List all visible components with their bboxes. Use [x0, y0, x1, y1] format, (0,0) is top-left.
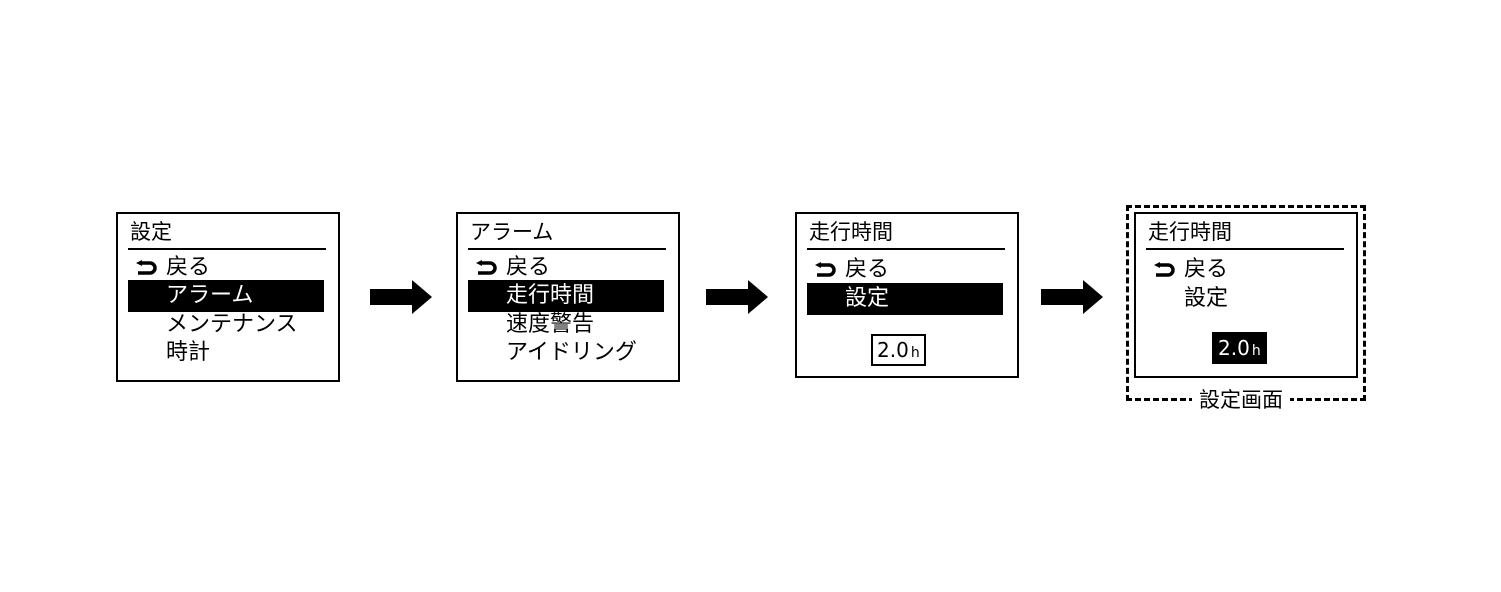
title-divider — [807, 248, 1005, 250]
value-unit: h — [1251, 343, 1261, 359]
settings-screen: 設定 戻る アラーム メンテナンス 時計 — [116, 212, 340, 382]
back-label: 戻る — [506, 255, 551, 280]
back-arrow-icon — [1154, 262, 1175, 277]
menu-item-speed-warning[interactable]: 速度警告 — [466, 309, 666, 341]
menu-item-running-time[interactable]: 走行時間 — [468, 280, 664, 312]
back-menu-item[interactable]: 戻る — [1144, 254, 1344, 286]
title-divider — [128, 248, 326, 250]
right-arrow-icon — [706, 280, 768, 314]
value-number: 2.0 — [1218, 336, 1250, 360]
back-arrow-icon — [136, 260, 157, 275]
right-arrow-icon — [370, 280, 432, 314]
menu-item-label: 走行時間 — [506, 283, 595, 308]
menu-item-label: 設定 — [1184, 286, 1229, 311]
back-label: 戻る — [166, 255, 211, 280]
menu-item-label: 速度警告 — [506, 312, 595, 337]
menu-item-idling[interactable]: アイドリング — [466, 337, 666, 369]
menu-item-label: アラーム — [166, 283, 254, 308]
back-menu-item[interactable]: 戻る — [126, 252, 326, 284]
back-menu-item[interactable]: 戻る — [466, 252, 666, 284]
back-label: 戻る — [1184, 257, 1229, 282]
back-arrow-icon — [815, 262, 836, 277]
right-arrow-icon — [1041, 280, 1103, 314]
screen-title: アラーム — [470, 220, 554, 244]
back-arrow-icon — [476, 260, 497, 275]
menu-item-alarm[interactable]: アラーム — [128, 280, 324, 312]
menu-item-setting[interactable]: 設定 — [807, 283, 1003, 315]
back-label: 戻る — [845, 257, 890, 282]
screen-title: 走行時間 — [809, 220, 893, 244]
menu-item-maintenance[interactable]: メンテナンス — [126, 309, 326, 341]
menu-item-setting[interactable]: 設定 — [1144, 283, 1344, 315]
menu-item-label: 時計 — [166, 340, 211, 365]
menu-item-label: 設定 — [845, 286, 890, 311]
alarm-screen: アラーム 戻る 走行時間 速度警告 アイドリング — [456, 212, 680, 382]
frame-caption: 設定画面 — [1192, 386, 1290, 414]
title-divider — [468, 248, 666, 250]
back-menu-item[interactable]: 戻る — [805, 254, 1005, 286]
screen-title: 設定 — [130, 220, 172, 244]
value-unit: h — [910, 345, 920, 361]
title-divider — [1146, 248, 1344, 250]
value-number: 2.0 — [877, 338, 909, 362]
menu-item-clock[interactable]: 時計 — [126, 337, 326, 369]
menu-item-label: アイドリング — [506, 340, 637, 365]
screen-title: 走行時間 — [1148, 220, 1232, 244]
menu-item-label: メンテナンス — [166, 312, 298, 337]
